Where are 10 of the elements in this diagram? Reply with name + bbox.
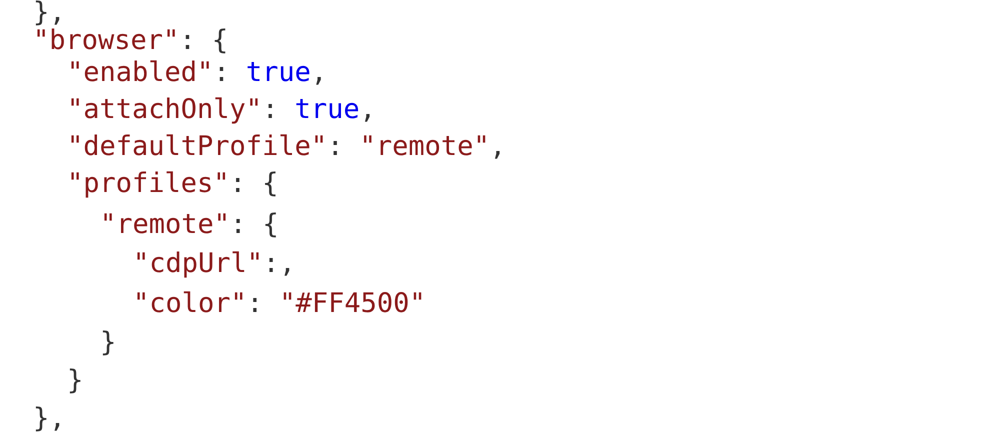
code-line: "color": "#FF4500" [133, 287, 426, 321]
code-line: "profiles": { [67, 167, 278, 201]
code-line: } [67, 364, 84, 398]
code-line: "cdpUrl":, [133, 247, 296, 281]
code-line: }, [33, 402, 66, 436]
code-line: "enabled": true, [67, 56, 328, 90]
code-line: "defaultProfile": "remote", [67, 130, 506, 164]
code-line: "remote": { [100, 208, 279, 242]
code-line: } [100, 326, 116, 360]
code-line: "attachOnly": true, [67, 93, 376, 127]
